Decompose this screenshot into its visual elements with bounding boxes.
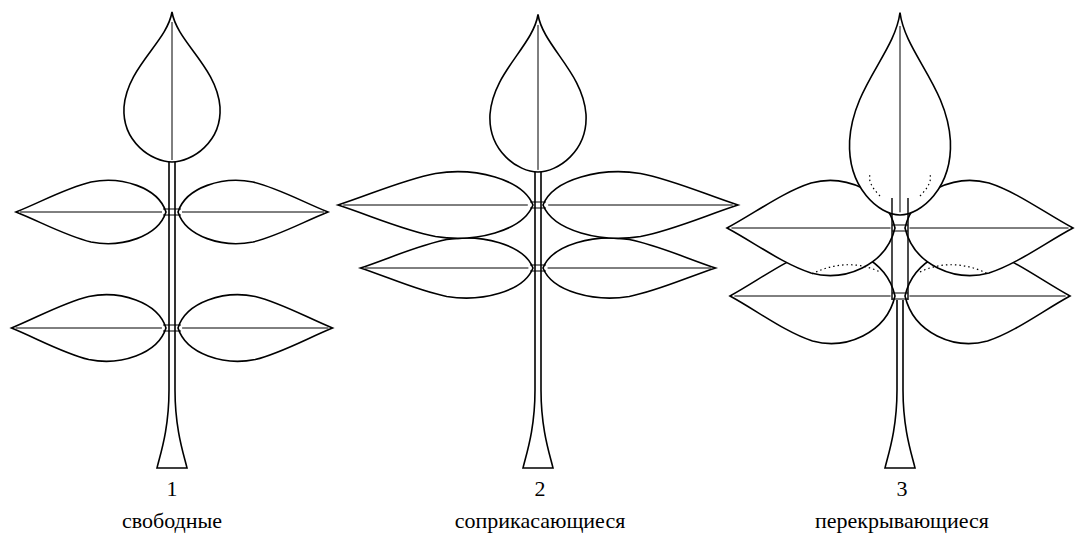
- leaf-overlapping: [727, 12, 1073, 468]
- figure-caption: перекрывающиеся: [815, 508, 989, 534]
- figure-number: 3: [897, 476, 908, 502]
- figure-caption: свободные: [122, 508, 222, 534]
- figure-caption: соприкасающиеся: [455, 508, 626, 534]
- figure-number: 2: [535, 476, 546, 502]
- leaf-touching: [338, 15, 738, 469]
- figure-number: 1: [167, 476, 178, 502]
- leaf-free: [12, 12, 333, 468]
